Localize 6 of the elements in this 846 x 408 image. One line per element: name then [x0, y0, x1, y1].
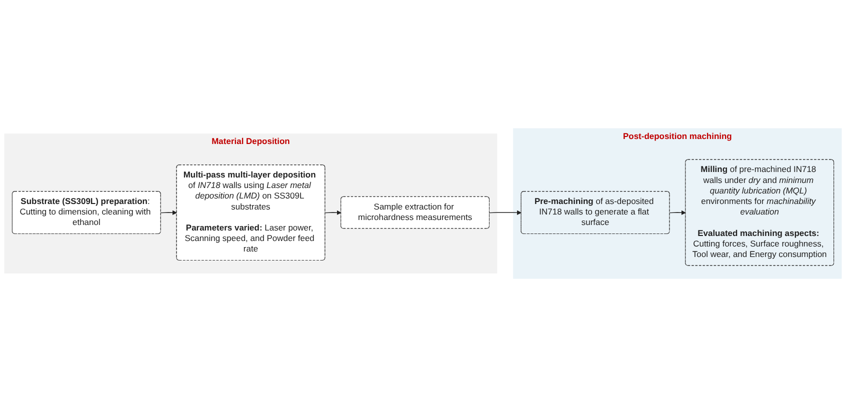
arrow [669, 210, 686, 216]
cluster [4, 134, 498, 274]
arrow [324, 210, 342, 216]
cluster [513, 128, 842, 280]
arrow [160, 210, 177, 216]
arrow [489, 210, 522, 216]
